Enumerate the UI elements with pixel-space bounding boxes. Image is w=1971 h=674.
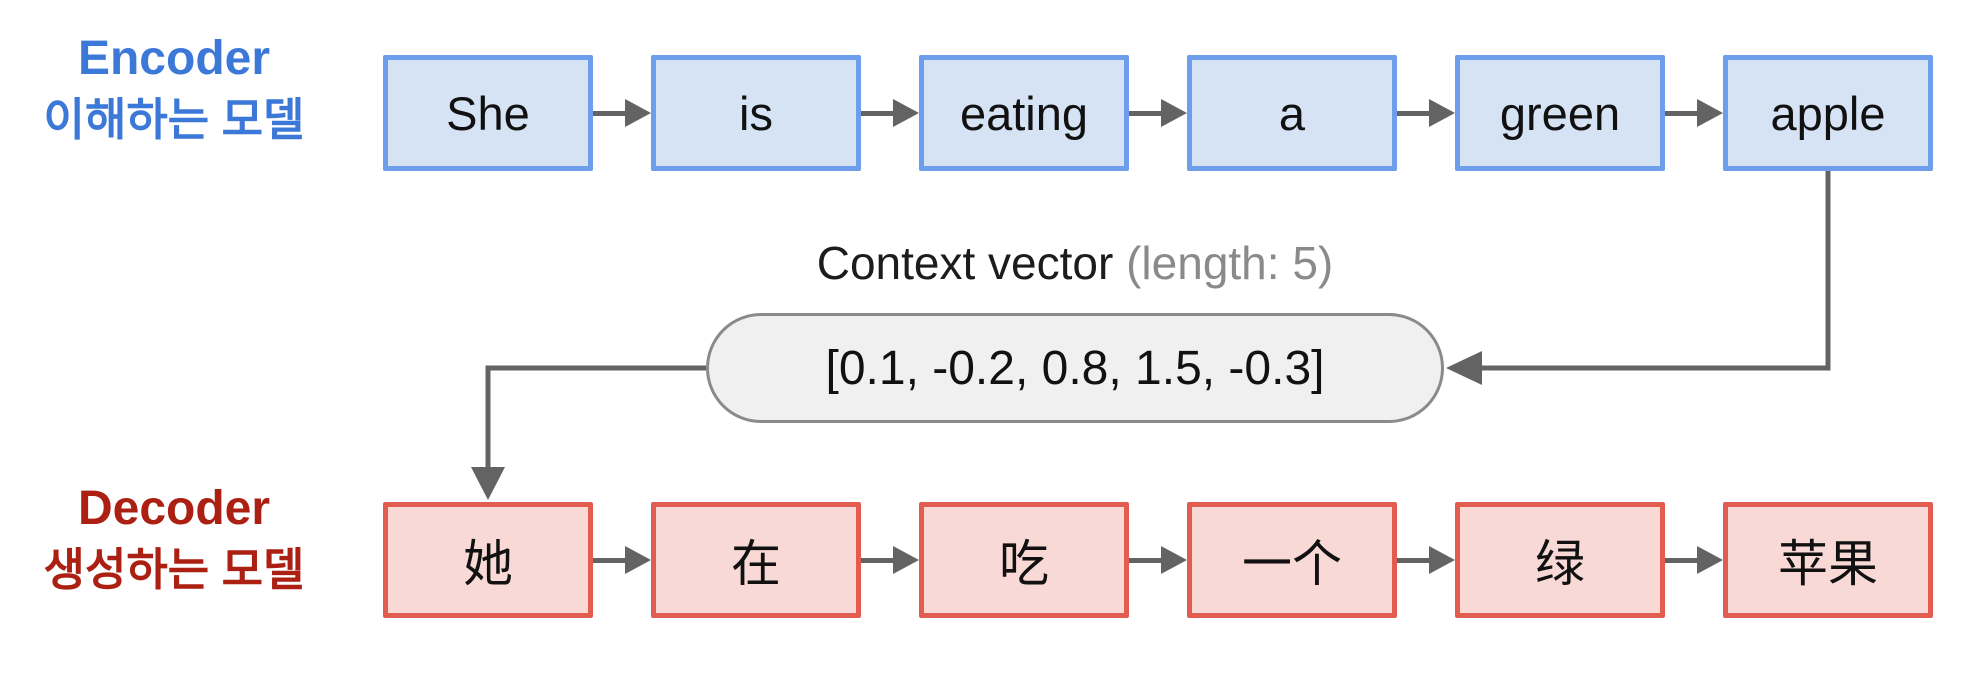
arrow-right-icon <box>1129 502 1187 618</box>
arrow-right-icon <box>1397 55 1455 171</box>
arrow-right-icon <box>861 502 919 618</box>
context-to-decoder-arrow <box>471 365 706 500</box>
decoder-token-box: 她 <box>383 502 593 618</box>
apple-to-context-arrow <box>1446 171 1831 385</box>
encoder-token-box: She <box>383 55 593 171</box>
decoder-token-label: 吃 <box>999 536 1049 592</box>
decoder-token-box: 吃 <box>919 502 1129 618</box>
decoder-token-box: 一个 <box>1187 502 1397 618</box>
encoder-token-label: apple <box>1770 86 1886 140</box>
arrow-right-icon <box>593 55 651 171</box>
arrow-right-icon <box>1665 502 1723 618</box>
encoder-token-box: green <box>1455 55 1665 171</box>
decoder-token-box: 绿 <box>1455 502 1665 618</box>
encoder-token-box: a <box>1187 55 1397 171</box>
decoder-token-label: 在 <box>731 536 781 592</box>
arrow-right-icon <box>1665 55 1723 171</box>
encoder-token-label: a <box>1278 86 1306 140</box>
encoder-token-label: green <box>1499 86 1621 140</box>
encoder-label: Encoder <box>77 32 271 85</box>
encoder-token-label: is <box>739 86 773 140</box>
decoder-token-label: 绿 <box>1535 536 1585 592</box>
decoder-row: 她 在 吃 一个 绿 苹果 <box>383 502 1933 618</box>
context-vector-title-text: Context vector <box>816 237 1114 289</box>
arrow-right-icon <box>1397 502 1455 618</box>
decoder-label-block: Decoder 생성하는 모델 <box>0 482 348 596</box>
decoder-token-box: 在 <box>651 502 861 618</box>
decoder-label: Decoder <box>77 482 271 535</box>
encoder-sublabel: 이해하는 모델 <box>43 94 305 145</box>
arrow-right-icon <box>861 55 919 171</box>
arrow-right-icon <box>593 502 651 618</box>
context-vector-pill: [0.1, -0.2, 0.8, 1.5, -0.3] <box>706 313 1444 423</box>
encoder-token-box: eating <box>919 55 1129 171</box>
context-vector-length-note: (length: 5) <box>1126 237 1334 289</box>
encoder-token-box: is <box>651 55 861 171</box>
encoder-token-label: eating <box>959 86 1089 140</box>
context-vector-values: [0.1, -0.2, 0.8, 1.5, -0.3] <box>825 341 1325 395</box>
decoder-token-label: 苹果 <box>1778 536 1878 592</box>
encoder-label-block: Encoder 이해하는 모델 <box>0 32 348 146</box>
encoder-token-box: apple <box>1723 55 1933 171</box>
context-vector-title: Context vector (length: 5) <box>675 236 1475 290</box>
decoder-token-box: 苹果 <box>1723 502 1933 618</box>
decoder-token-label: 一个 <box>1242 536 1342 592</box>
encoder-token-label: She <box>446 86 530 140</box>
decoder-sublabel: 생성하는 모델 <box>43 544 305 595</box>
decoder-token-label: 她 <box>463 536 513 592</box>
encoder-row: She is eating a green apple <box>383 55 1933 171</box>
arrow-right-icon <box>1129 55 1187 171</box>
